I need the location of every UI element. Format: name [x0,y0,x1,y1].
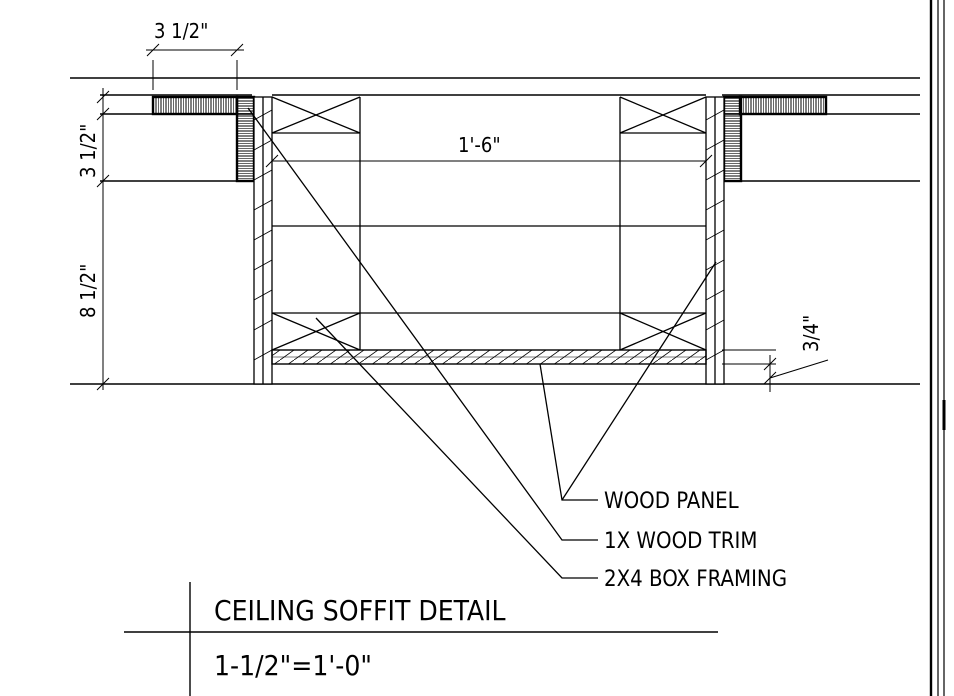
right-trim [722,95,828,183]
dimension-lines [96,43,829,392]
leader-lines [247,107,717,579]
left-side-panel [253,96,273,385]
dim-left-lower: 8 1/2" [76,264,100,318]
note-wood-panel: WOOD PANEL [604,489,739,514]
sheet-border [929,0,946,696]
right-side-panel [705,96,725,385]
ceiling-lines [70,77,920,385]
dim-panel-thickness: 3/4" [799,315,823,352]
title-block-lines [124,582,718,696]
dim-soffit-width: 1'-6" [458,133,501,157]
dim-top-width: 3 1/2" [154,19,208,43]
detail-title: CEILING SOFFIT DETAIL [214,594,506,627]
dim-left-upper: 3 1/2" [76,124,100,178]
left-trim [151,95,256,183]
note-wood-trim: 1X WOOD TRIM [604,529,757,554]
wood-panel [271,349,707,365]
box-framing [271,96,707,351]
detail-scale: 1-1/2"=1'-0" [214,649,372,682]
note-box-framing: 2X4 BOX FRAMING [604,567,787,592]
